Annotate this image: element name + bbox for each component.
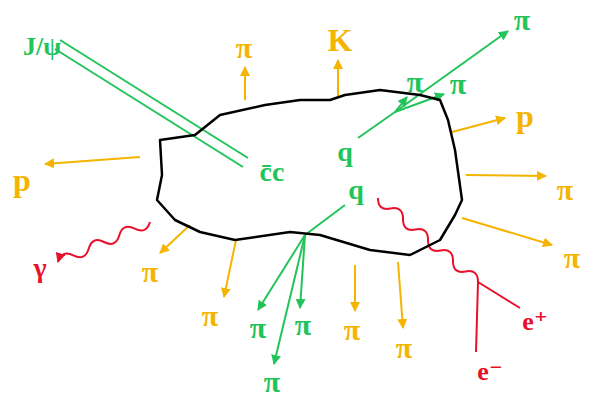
particle-label: π: [396, 333, 412, 363]
particle-label: π: [450, 69, 466, 99]
particle-arrow: [160, 225, 190, 253]
virtual-photon-wave: [378, 198, 478, 282]
particle-arrow: [398, 262, 403, 328]
jet-arrow: [258, 235, 305, 310]
particle-label: e⁺: [522, 309, 547, 335]
particle-arrow: [224, 240, 236, 297]
particle-arrow: [452, 118, 505, 132]
particle-label: e⁻: [477, 359, 502, 385]
quark-label: q: [348, 176, 364, 204]
particle-arrow: [354, 265, 356, 311]
particle-label: π: [344, 315, 360, 345]
particle-label: J/ψ: [23, 34, 61, 60]
particle-label: K: [328, 24, 353, 56]
particle-label: π: [407, 67, 423, 97]
particle-label: π: [564, 243, 580, 273]
particle-arrow: [244, 67, 246, 100]
particle-label: π: [514, 5, 530, 35]
particle-label: π: [264, 367, 280, 397]
hadron-arrows: [45, 60, 552, 328]
particle-label: π: [557, 175, 573, 205]
particle-label: p: [13, 164, 31, 196]
particle-arrow: [466, 175, 546, 176]
particle-arrow: [45, 157, 140, 164]
particle-label: π: [250, 313, 266, 343]
particle-arrow: [462, 218, 552, 245]
quark-label: c̄c: [260, 158, 285, 186]
fireball-outline: [157, 90, 462, 255]
quark-line: [305, 205, 345, 235]
particle-label: π: [142, 257, 158, 287]
jets: [55, 31, 508, 364]
jet-arrow: [274, 235, 305, 364]
quark-label: q: [337, 138, 353, 166]
particle-label: p: [516, 100, 534, 132]
particle-label: γ: [33, 254, 46, 282]
particle-arrow: [337, 60, 339, 98]
particle-label: π: [295, 310, 311, 340]
particle-label: π: [202, 301, 218, 331]
jpsi-line: [55, 49, 243, 167]
electron-line: [476, 282, 478, 352]
fireball-outline-svg: [150, 85, 470, 265]
particle-label: π: [236, 33, 252, 63]
jet-arrow: [300, 235, 305, 308]
quark-line: [358, 112, 395, 138]
jpsi-line: [60, 40, 248, 158]
jet-arrow: [395, 31, 508, 112]
photon-wave: [58, 222, 150, 262]
positron-line: [478, 282, 520, 308]
fireball-region: q c̄c q: [150, 85, 470, 265]
